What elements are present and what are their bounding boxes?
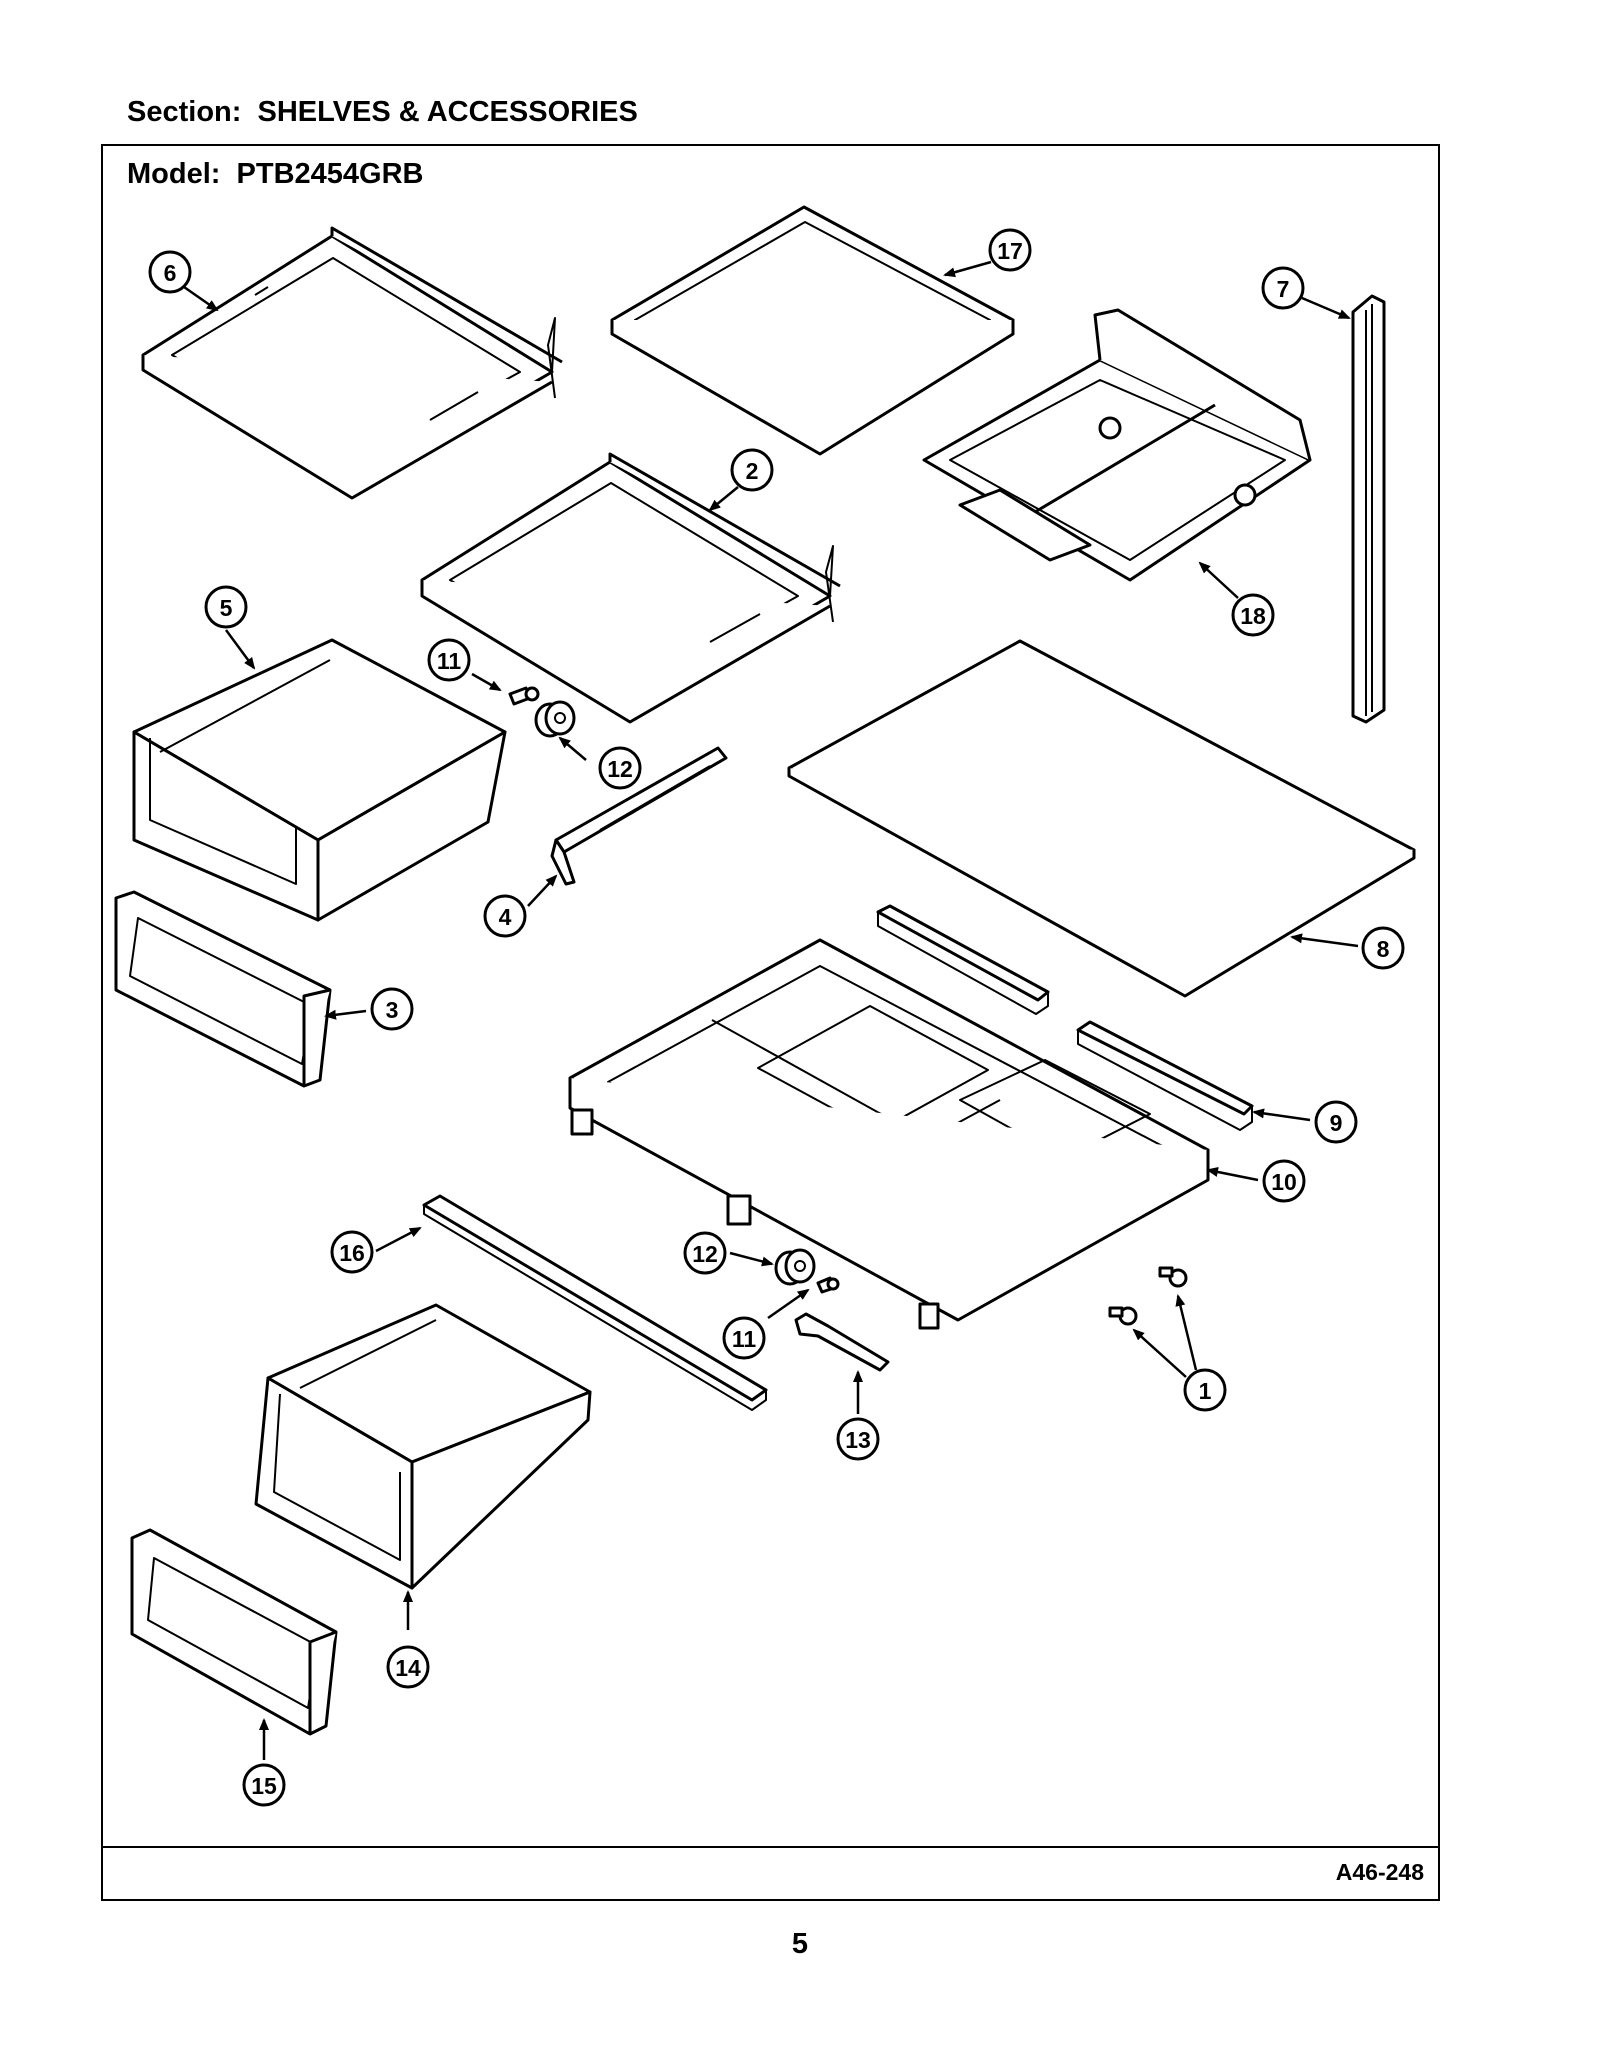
callout-12-top: 12 xyxy=(598,746,642,790)
callout-11-bottom: 11 xyxy=(722,1316,766,1360)
part-12-roller-bottom xyxy=(774,1248,816,1286)
part-1-screws xyxy=(1108,1266,1188,1326)
part-17-shelf xyxy=(610,205,1015,456)
part-14-drawer xyxy=(254,1303,592,1590)
callout-5: 5 xyxy=(204,585,248,629)
callout-18: 18 xyxy=(1231,593,1275,637)
part-16-trim xyxy=(422,1194,768,1411)
callout-9-label: 9 xyxy=(1330,1110,1343,1136)
callout-12-top-label: 12 xyxy=(607,756,633,782)
footer-divider xyxy=(101,1846,1440,1848)
callout-7: 7 xyxy=(1261,266,1305,310)
callout-15-label: 15 xyxy=(251,1773,277,1799)
part-10-cover-frame xyxy=(568,938,1210,1330)
callout-10-label: 10 xyxy=(1271,1169,1297,1195)
callout-17: 17 xyxy=(988,228,1032,272)
callout-1: 1 xyxy=(1183,1368,1227,1412)
callout-13: 13 xyxy=(836,1417,880,1461)
part-6-shelf xyxy=(141,226,563,500)
section-title: Section: SHELVES & ACCESSORIES xyxy=(127,96,638,128)
part-5-drawer xyxy=(132,638,507,922)
callout-4-label: 4 xyxy=(499,904,512,930)
callout-8-label: 8 xyxy=(1377,936,1390,962)
part-13-latch xyxy=(794,1312,890,1372)
callout-9: 9 xyxy=(1314,1100,1358,1144)
callout-14: 14 xyxy=(386,1645,430,1689)
callout-12-bottom-label: 12 xyxy=(692,1241,718,1267)
callout-1-label: 1 xyxy=(1199,1378,1212,1404)
part-7-rail xyxy=(1351,294,1386,724)
diagram-id: A46-248 xyxy=(1335,1859,1424,1885)
callout-14-label: 14 xyxy=(395,1655,421,1681)
model-title: Model: PTB2454GRB xyxy=(127,158,424,190)
callout-10: 10 xyxy=(1262,1159,1306,1203)
part-18-frame xyxy=(922,308,1312,582)
part-9-strip-top xyxy=(876,904,1050,1015)
callout-11-top-label: 11 xyxy=(437,648,462,674)
part-11-screw-top xyxy=(508,686,540,706)
callout-3-label: 3 xyxy=(386,997,399,1023)
callout-3: 3 xyxy=(370,987,414,1031)
callout-12-bottom: 12 xyxy=(683,1231,727,1275)
callout-6: 6 xyxy=(148,250,192,294)
callout-16: 16 xyxy=(330,1230,374,1274)
part-8-glass xyxy=(787,639,1416,998)
callout-2: 2 xyxy=(730,448,774,492)
callout-11-bottom-label: 11 xyxy=(732,1326,757,1352)
part-15-drawer-front xyxy=(130,1528,338,1736)
part-3-drawer-front xyxy=(114,890,332,1088)
callout-8: 8 xyxy=(1361,926,1405,970)
part-4-bracket xyxy=(550,746,728,886)
callout-15: 15 xyxy=(242,1763,286,1807)
callout-17-label: 17 xyxy=(997,238,1023,264)
page-number: 5 xyxy=(791,1928,809,1960)
part-11-screw-bottom xyxy=(816,1276,840,1294)
callout-16-label: 16 xyxy=(339,1240,365,1266)
diagram-frame xyxy=(101,144,1440,1901)
leader-lines xyxy=(183,260,1359,1760)
callout-5-label: 5 xyxy=(220,595,233,621)
callout-13-label: 13 xyxy=(845,1427,871,1453)
part-12-roller-top xyxy=(534,700,576,738)
callout-6-label: 6 xyxy=(164,260,177,286)
callout-18-label: 18 xyxy=(1240,603,1266,629)
part-2-shelf xyxy=(420,452,841,724)
callout-11-top: 11 xyxy=(427,638,471,682)
callout-4: 4 xyxy=(483,894,527,938)
callout-7-label: 7 xyxy=(1277,276,1290,302)
callout-2-label: 2 xyxy=(746,458,759,484)
part-9-strip-bottom xyxy=(1076,1020,1254,1131)
